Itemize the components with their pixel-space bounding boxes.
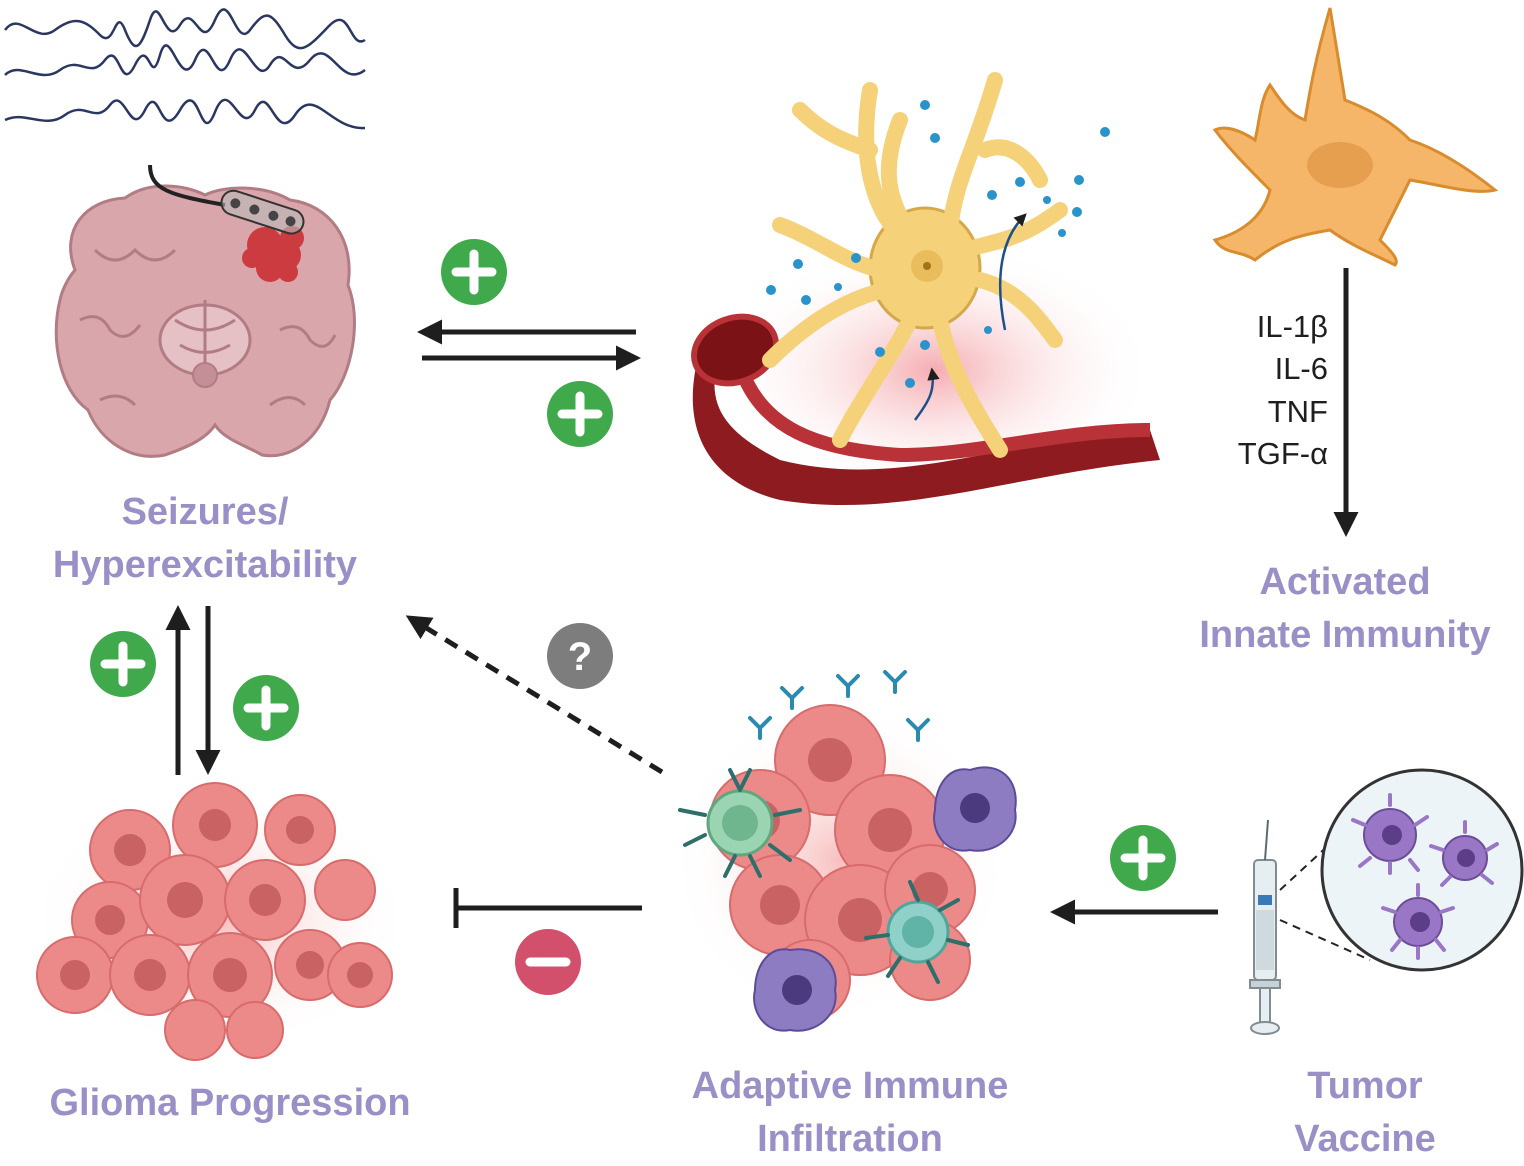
cytokine-list: IL-1β IL-6 TNF TGF-α — [1220, 306, 1328, 476]
label-adaptive-immune: Adaptive Immune Infiltration — [660, 1060, 1040, 1166]
label-tumor-vaccine: Tumor Vaccine — [1260, 1060, 1470, 1166]
astrocyte-on-vessel-icon — [691, 72, 1160, 506]
microglia-icon — [1212, 7, 1499, 267]
arrows — [165, 268, 1359, 928]
label-innate-line1: Activated — [1259, 561, 1431, 603]
label-adaptive-line2: Infiltration — [757, 1118, 943, 1161]
cytokine-tnf: TNF — [1267, 393, 1328, 429]
inhibition-adaptive-to-glioma — [453, 888, 642, 928]
arrow-adaptive-to-seizures-dashed — [405, 615, 664, 775]
question-badge: ? — [547, 623, 613, 689]
plus-badge — [1110, 825, 1176, 891]
plus-badge — [547, 381, 613, 447]
immune-tumor-cluster-icon — [670, 670, 1017, 1032]
label-innate-line2: Innate Immunity — [1199, 614, 1491, 657]
question-mark: ? — [568, 635, 592, 679]
minus-badge — [515, 929, 581, 995]
label-glioma-line: Glioma Progression — [49, 1082, 411, 1124]
plus-badge — [233, 675, 299, 741]
plus-badge — [441, 239, 507, 305]
brain-with-tumor-icon — [54, 164, 356, 458]
label-vaccine-line2: Vaccine — [1294, 1118, 1436, 1161]
cytokine-il1b: IL-1β — [1256, 309, 1328, 344]
cytokine-tgfa: TGF-α — [1237, 436, 1328, 472]
label-innate-immunity: Activated Innate Immunity — [1180, 556, 1510, 662]
glioma-cluster-icon — [30, 782, 410, 1061]
label-seizures-line2: Hyperexcitability — [52, 544, 358, 587]
label-vaccine-line1: Tumor — [1307, 1065, 1423, 1107]
eeg-trace-icon — [4, 8, 366, 130]
label-seizures: Seizures/ Hyperexcitability — [20, 486, 390, 592]
plus-badge — [90, 631, 156, 697]
syringe-icon — [1249, 819, 1281, 1035]
dendritic-cells-icon — [1279, 768, 1524, 972]
label-seizures-line1: Seizures/ — [121, 491, 289, 533]
cytokine-il6: IL-6 — [1274, 351, 1328, 387]
label-adaptive-line1: Adaptive Immune — [691, 1065, 1009, 1107]
label-glioma-progression: Glioma Progression — [20, 1077, 440, 1130]
